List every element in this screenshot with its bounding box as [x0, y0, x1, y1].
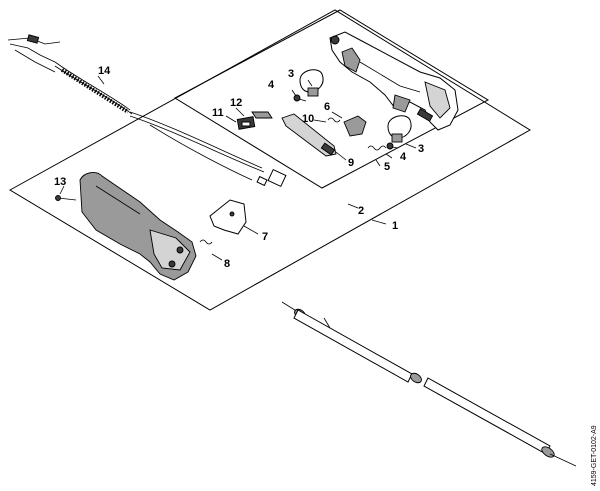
- clamp-lower: [387, 115, 412, 143]
- leader-lines: [59, 75, 417, 261]
- callout-5: 5: [384, 161, 390, 173]
- callout-4-lower: 4: [400, 151, 407, 163]
- callout-3-lower: 3: [418, 143, 424, 155]
- throttle-cable-harness: [7, 34, 287, 188]
- callout-6: 6: [324, 101, 330, 113]
- clamp-upper: [299, 69, 324, 97]
- drive-tube: [281, 301, 577, 467]
- callout-8: 8: [224, 258, 230, 270]
- throttle-lever-9: [281, 113, 337, 157]
- callout-14: 14: [98, 65, 111, 77]
- callout-4-upper: 4: [268, 79, 275, 91]
- screw-upper: [293, 94, 307, 102]
- screw-lower: [386, 142, 399, 150]
- handle-grip-lower: [79, 172, 197, 281]
- screw-13: [55, 195, 77, 201]
- callout-11: 11: [212, 107, 224, 119]
- spring-5: [367, 145, 387, 151]
- assembly-box-inner: [173, 9, 490, 189]
- switch-11: [236, 116, 256, 130]
- callout-12: 12: [230, 97, 242, 109]
- spring-10: [327, 117, 341, 123]
- trigger-7: [209, 199, 247, 235]
- callout-1: 1: [392, 220, 398, 232]
- callout-9: 9: [348, 157, 354, 169]
- trigger-lever-6: [343, 115, 367, 137]
- callout-2: 2: [358, 205, 364, 217]
- contact-12: [251, 111, 273, 119]
- callout-10: 10: [302, 113, 314, 125]
- handle-housing-upper: [329, 31, 459, 131]
- drawing-code: 4159-GET-0102-A9: [591, 425, 598, 486]
- spring-8: [199, 239, 213, 245]
- callout-3-upper: 3: [288, 68, 294, 80]
- assembly-box-outer: [8, 9, 531, 311]
- callout-7: 7: [262, 231, 268, 243]
- callout-13: 13: [54, 176, 66, 188]
